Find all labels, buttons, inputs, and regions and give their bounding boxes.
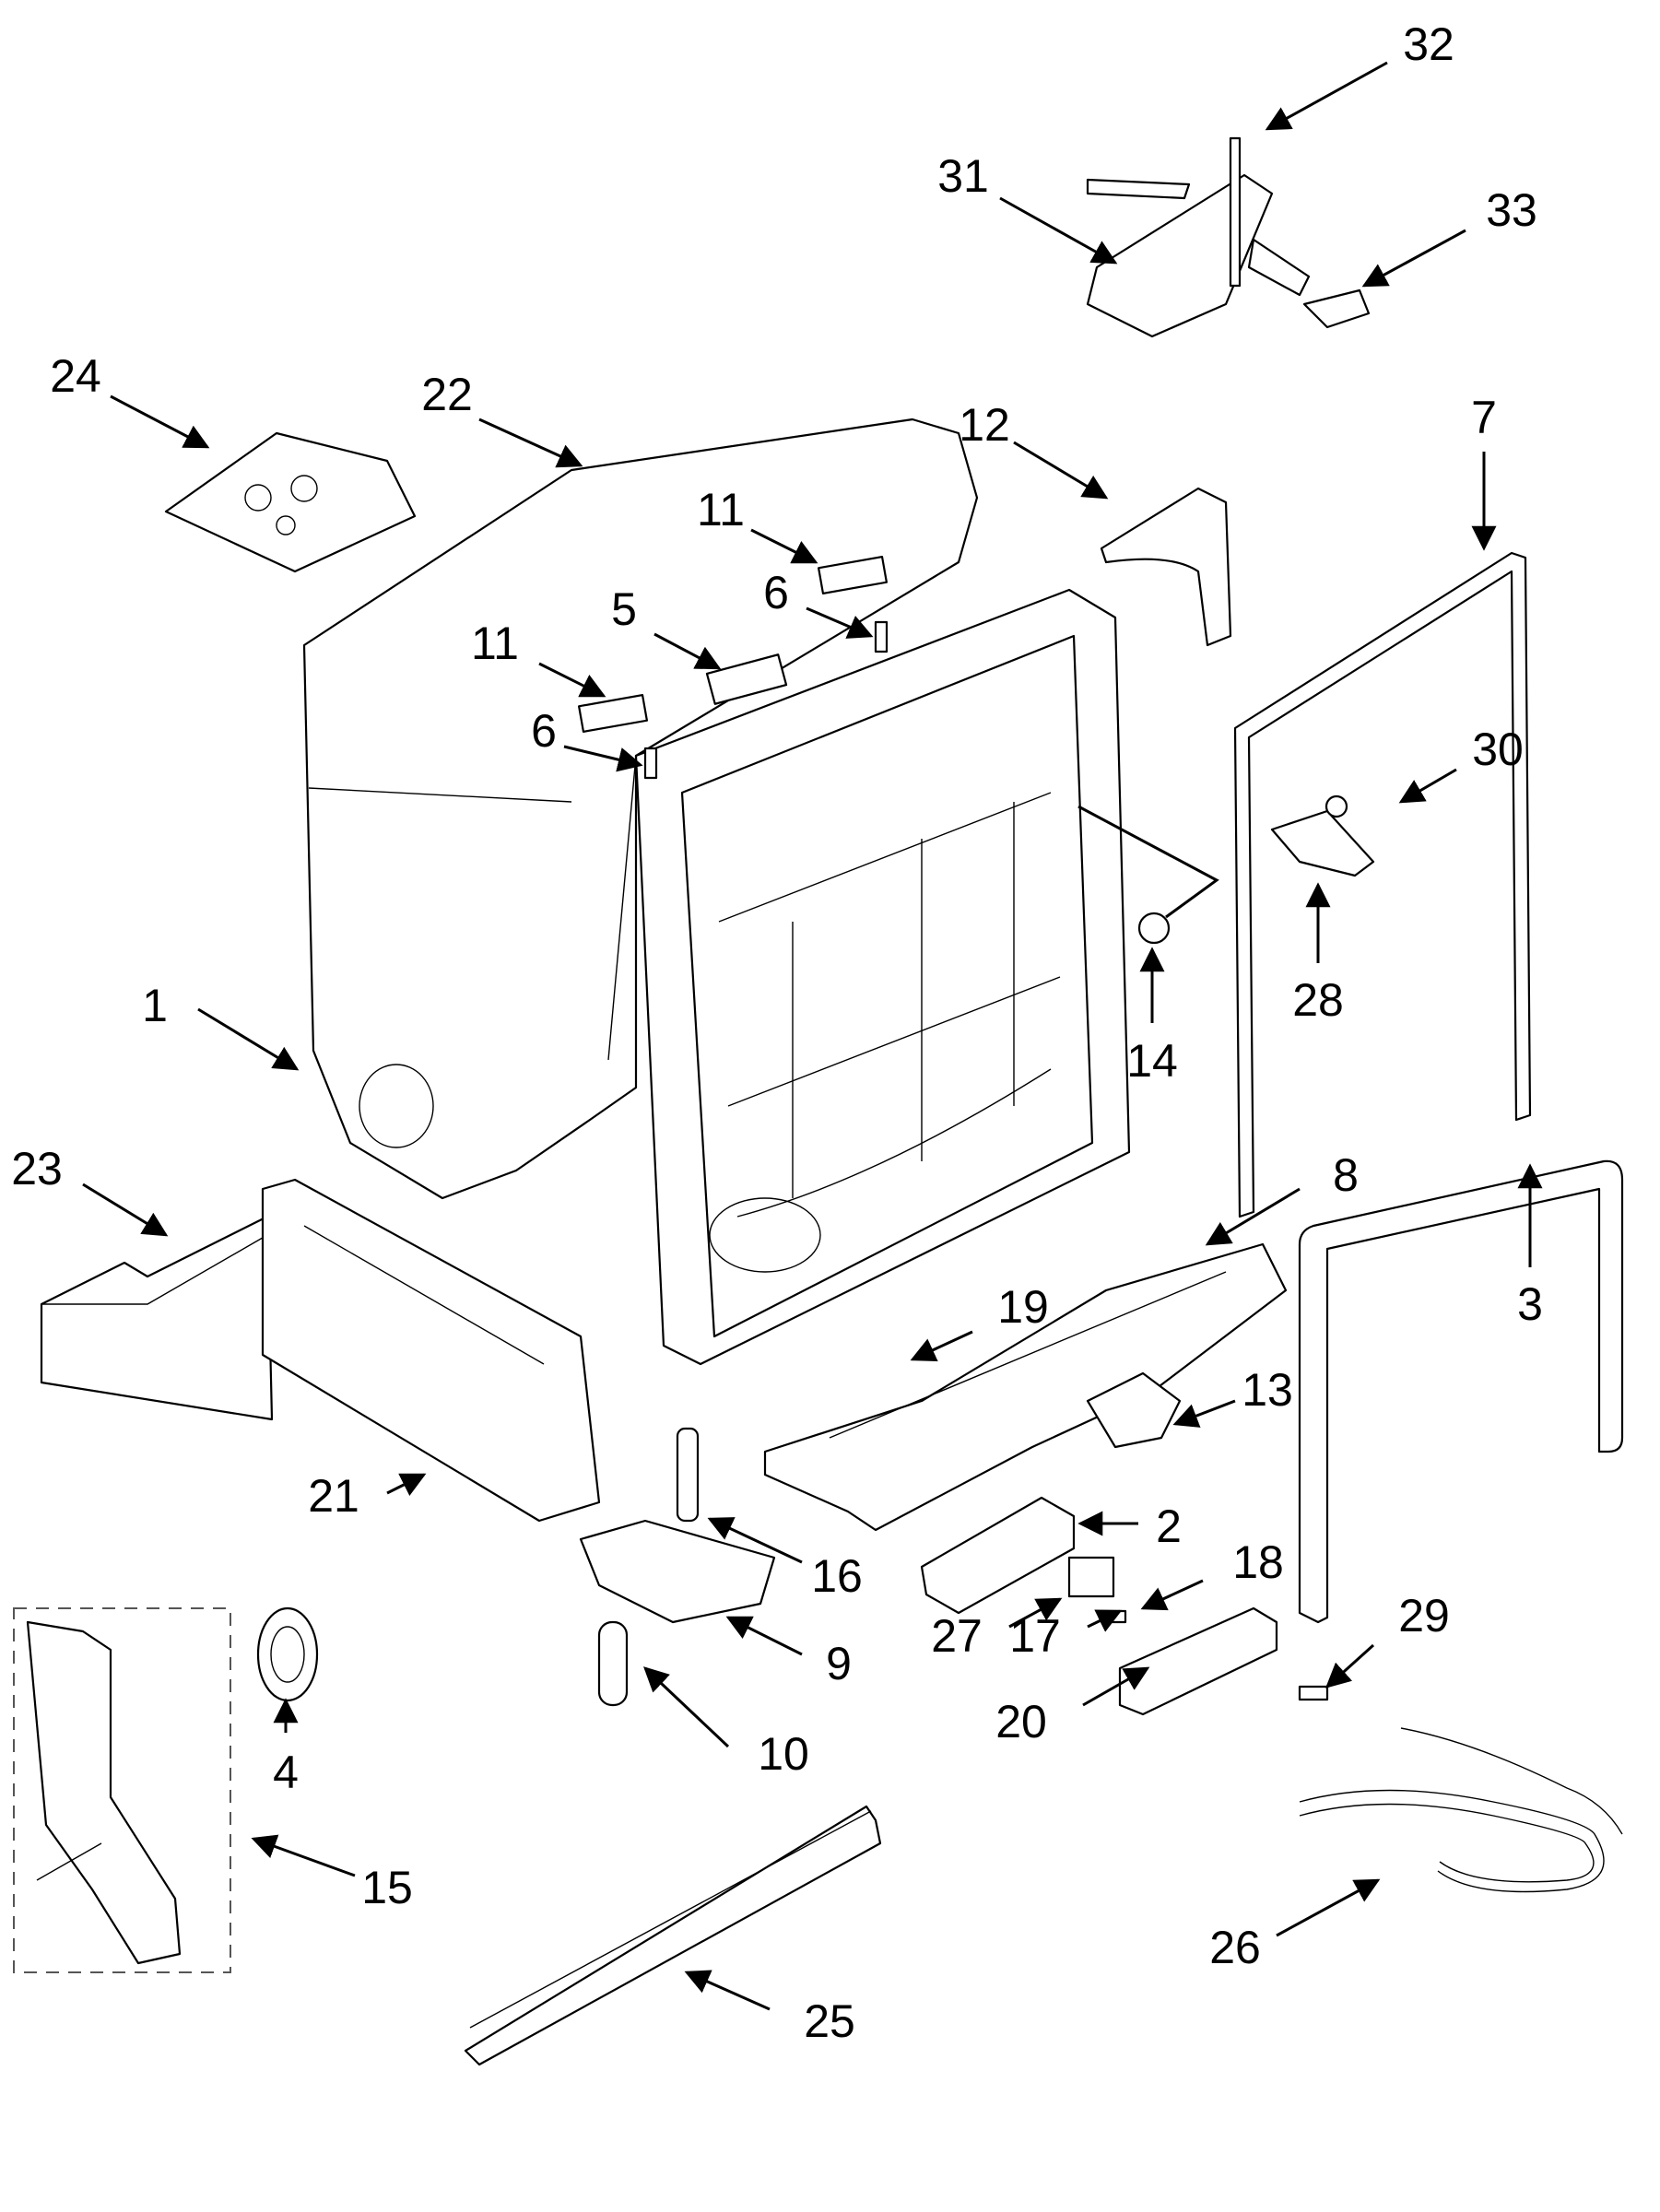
tub-assembly-part — [359, 588, 1131, 1366]
control-module-part — [920, 1496, 1127, 1624]
hardware-kit-part — [164, 431, 417, 573]
callout-5: 5 — [611, 583, 637, 635]
hose-part — [1299, 1727, 1623, 1893]
callout-9: 9 — [826, 1638, 852, 1689]
door-gasket-part — [1233, 551, 1532, 1218]
top-brackets-parts — [578, 556, 889, 780]
callout-14: 14 — [1126, 1035, 1178, 1087]
callout-labels: 1 2 3 4 5 6 6 7 8 9 10 11 11 12 13 14 15… — [11, 18, 1543, 2047]
callout-11b: 11 — [697, 484, 745, 535]
callout-31: 31 — [937, 150, 989, 202]
callout-11a: 11 — [471, 618, 519, 669]
callout-19: 19 — [997, 1281, 1049, 1333]
corner-bracket-part — [1100, 487, 1232, 647]
sump-and-leg-parts — [579, 1427, 776, 1707]
cover-plate-part — [1118, 1606, 1329, 1716]
insulation-blanket-part — [302, 418, 979, 1200]
front-frame-part — [261, 1178, 601, 1523]
door-seal-part — [1298, 1159, 1624, 1624]
callout-1: 1 — [142, 980, 168, 1031]
vent-assembly-part — [1086, 136, 1371, 338]
callout-15: 15 — [361, 1862, 413, 1913]
callout-4: 4 — [273, 1747, 299, 1798]
plug-part — [1077, 805, 1219, 945]
callout-3: 3 — [1517, 1278, 1543, 1330]
toe-panel-part — [40, 1215, 274, 1421]
callout-2: 2 — [1156, 1500, 1182, 1552]
callout-17: 17 — [1009, 1610, 1061, 1662]
float-part — [256, 1606, 319, 1702]
door-latch-assembly-part — [13, 1607, 231, 1973]
callout-27: 27 — [931, 1610, 983, 1662]
callout-18: 18 — [1232, 1536, 1284, 1588]
callout-8: 8 — [1333, 1149, 1359, 1201]
callout-16: 16 — [811, 1550, 863, 1602]
callout-22: 22 — [421, 369, 473, 420]
callout-13: 13 — [1242, 1364, 1293, 1416]
callout-6a: 6 — [531, 705, 557, 757]
sensor-bracket-part — [1270, 794, 1375, 877]
callout-arrows — [82, 61, 1543, 2011]
callout-30: 30 — [1472, 724, 1524, 775]
callout-7: 7 — [1471, 392, 1497, 443]
callout-23: 23 — [11, 1143, 63, 1194]
callout-21: 21 — [308, 1470, 359, 1522]
callout-29: 29 — [1398, 1590, 1450, 1641]
callout-12: 12 — [959, 399, 1010, 451]
callout-25: 25 — [804, 1995, 855, 2047]
callout-10: 10 — [758, 1728, 809, 1780]
callout-24: 24 — [50, 350, 101, 402]
callout-33: 33 — [1486, 184, 1537, 236]
base-assembly-part — [763, 1242, 1288, 1532]
callout-28: 28 — [1292, 974, 1344, 1026]
callout-32: 32 — [1403, 18, 1454, 70]
callout-26: 26 — [1209, 1922, 1261, 1973]
callout-20: 20 — [995, 1696, 1047, 1747]
callout-6b: 6 — [763, 567, 789, 618]
base-rail-part — [464, 1805, 882, 2066]
